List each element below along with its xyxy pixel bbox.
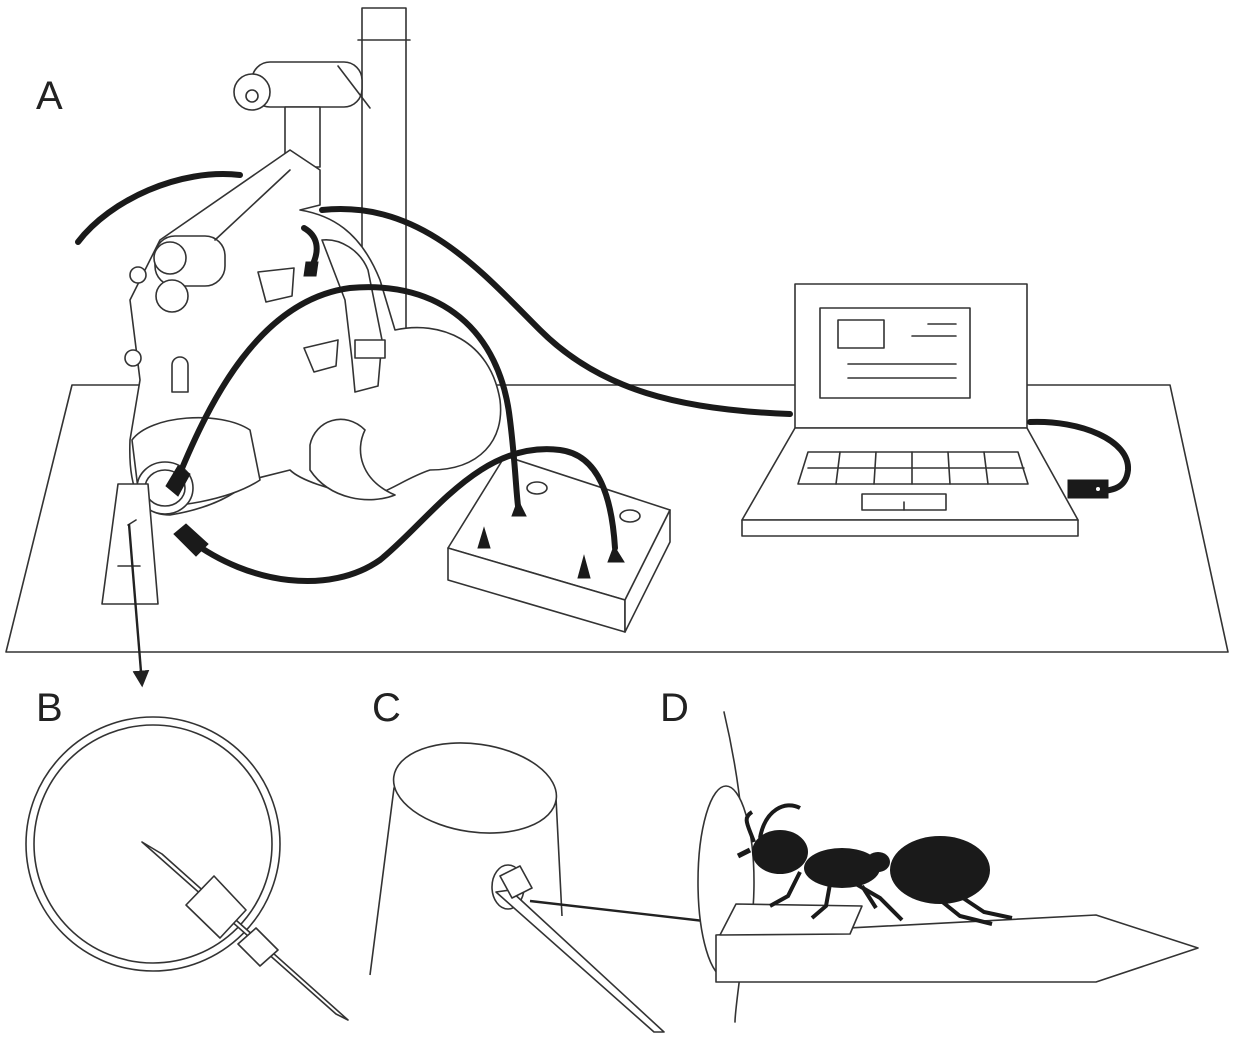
field-of-view-inner-ring bbox=[34, 725, 272, 963]
panel-b-magnified-view bbox=[26, 717, 348, 1020]
panel-d-ant-mount bbox=[698, 712, 1198, 1022]
panel-label-a: A bbox=[36, 76, 63, 116]
holder-tab bbox=[720, 904, 862, 935]
panel-a-setup bbox=[6, 8, 1228, 684]
panel-label-c: C bbox=[372, 688, 401, 728]
panel-label-d: D bbox=[660, 688, 689, 728]
electrode-pin-c bbox=[492, 865, 664, 1032]
panel-label-b: B bbox=[36, 688, 63, 728]
panel-c-holder-closeup bbox=[370, 733, 730, 1032]
microscope-body bbox=[125, 150, 501, 515]
